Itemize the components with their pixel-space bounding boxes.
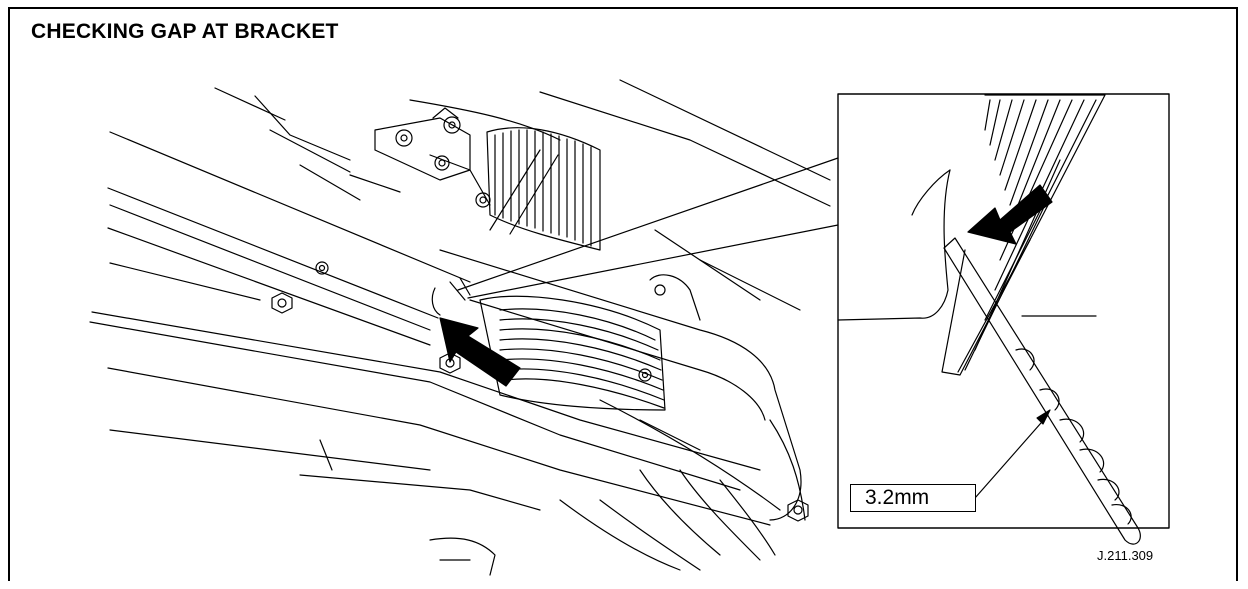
frame-rail <box>107 187 439 319</box>
frame-rail <box>109 131 471 283</box>
upper-bracket <box>374 117 471 181</box>
bolt-icon <box>443 116 461 134</box>
figure-frame <box>8 7 1238 581</box>
detail-pointer-arrow-icon <box>967 184 1053 245</box>
callout-line <box>467 224 839 299</box>
feeler-gauge-drill-icon <box>943 237 1141 545</box>
frame-rail <box>299 474 541 511</box>
frame-rail <box>91 311 761 471</box>
bolt-icon <box>271 292 293 314</box>
detail-view <box>837 94 1141 545</box>
frame-rail <box>109 204 431 331</box>
gap-size-label: 3.2mm <box>850 484 976 512</box>
lower-arm <box>439 249 802 521</box>
bolt-icon <box>638 368 652 382</box>
figure-reference: J.211.309 <box>1097 548 1154 563</box>
bolt-icon <box>787 499 809 522</box>
bolt-icon <box>315 261 329 275</box>
figure-title: CHECKING GAP AT BRACKET <box>31 20 339 43</box>
frame-rail <box>109 262 261 301</box>
frame-rail <box>107 227 431 346</box>
main-view <box>89 79 831 576</box>
coil-spring-upper <box>486 127 601 251</box>
detail-inset <box>837 93 1170 529</box>
pointer-arrow-icon <box>439 317 521 387</box>
frame-rail <box>319 439 333 471</box>
bracket-plate <box>941 94 1106 376</box>
frame-rail <box>89 321 741 491</box>
callout-line <box>457 157 839 291</box>
bolt-icon <box>395 129 413 147</box>
label-leader <box>974 414 1049 499</box>
frame-rail <box>107 367 771 526</box>
bolt-icon <box>475 192 491 208</box>
bolt-icon <box>434 155 450 171</box>
frame-rail <box>109 429 431 471</box>
coil-spring-lower <box>479 295 666 411</box>
